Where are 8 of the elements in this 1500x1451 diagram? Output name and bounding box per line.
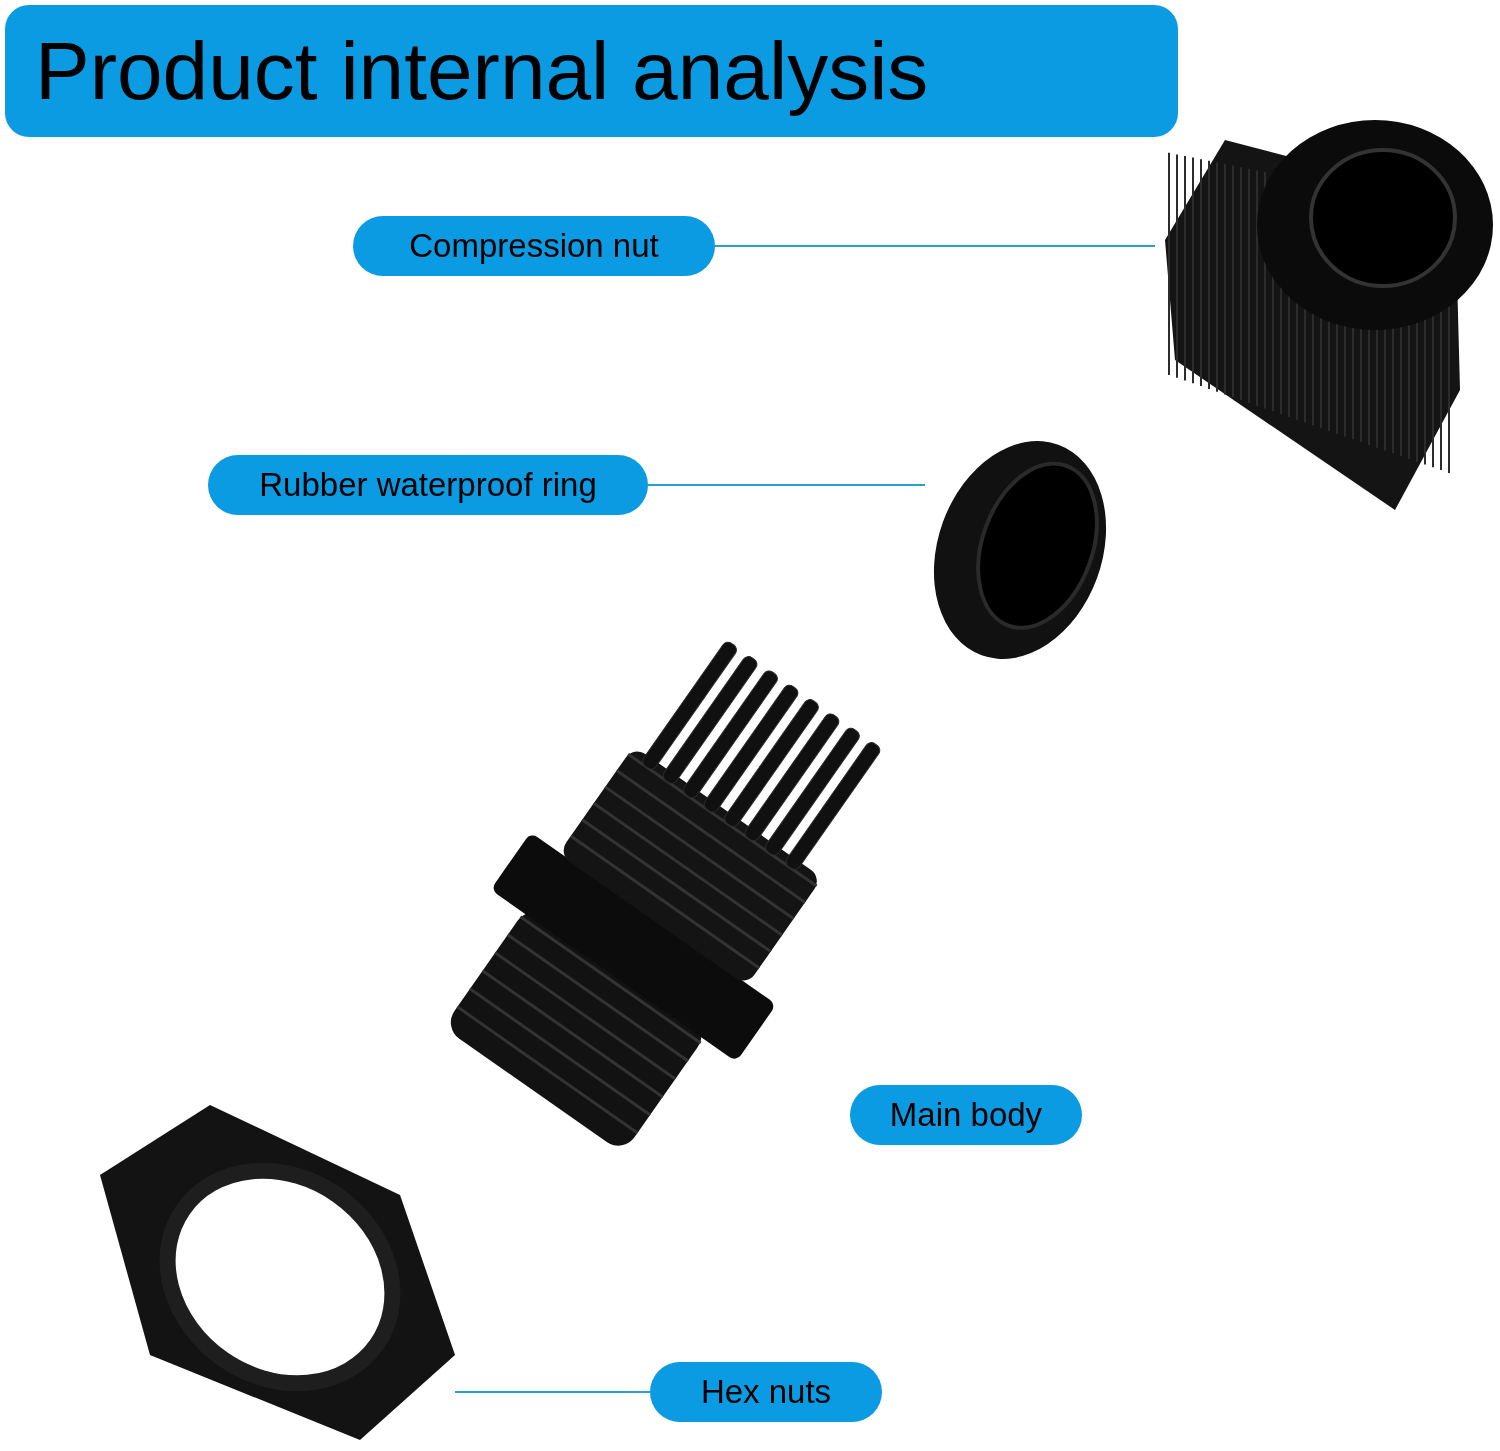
- part-label: Main body: [850, 1085, 1082, 1145]
- title-banner: Product internal analysis: [5, 5, 1178, 137]
- leader-line: [647, 484, 926, 486]
- part-label: Hex nuts: [650, 1362, 882, 1422]
- leader-line: [714, 245, 1156, 247]
- leader-line: [454, 1391, 651, 1393]
- part-label: Compression nut: [353, 216, 715, 276]
- part-label: Rubber waterproof ring: [208, 455, 648, 515]
